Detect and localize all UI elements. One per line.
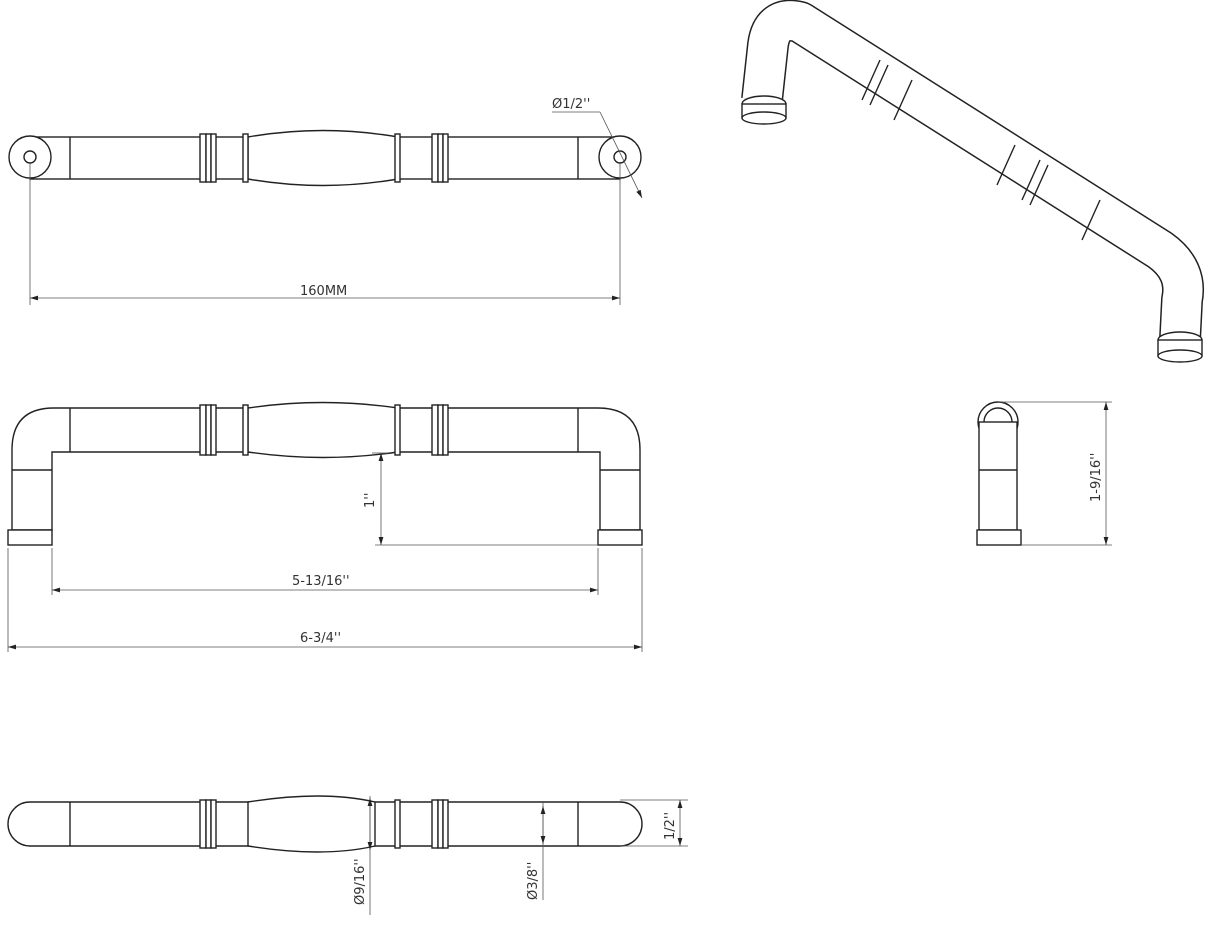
front-view: 1'' 5-13/16'' 6-3/4'' — [7, 401, 643, 652]
dim-inside-length: 5-13/16'' — [292, 574, 350, 589]
dim-side-height: 1-9/16'' — [1089, 453, 1104, 502]
dim-overall-length: 6-3/4'' — [300, 631, 341, 646]
dim-projection: 1'' — [363, 493, 378, 508]
dim-grip-diameter: Ø9/16'' — [353, 858, 368, 905]
dim-hole-diameter: Ø1/2'' — [552, 97, 590, 112]
dim-foot-width: 1/2'' — [663, 812, 678, 840]
isometric-view — [741, 0, 1204, 363]
top-view: 160MM Ø1/2'' — [8, 97, 643, 305]
side-view: 1-9/16'' — [976, 401, 1112, 546]
bottom-view: Ø9/16'' Ø3/8'' 1/2'' — [7, 795, 688, 915]
dim-bar-diameter: Ø3/8'' — [526, 862, 541, 900]
dim-center-to-center: 160MM — [300, 284, 347, 299]
